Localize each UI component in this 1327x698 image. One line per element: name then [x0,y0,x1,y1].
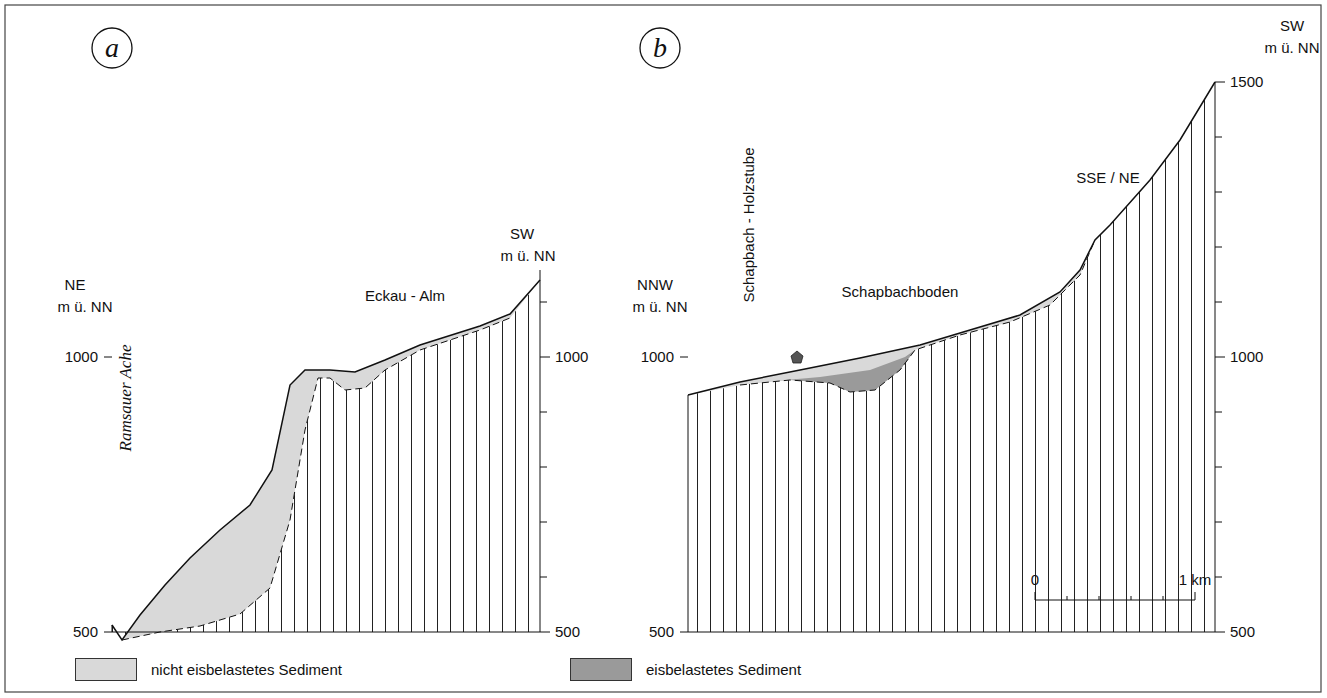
profile-label: SW [1280,18,1304,35]
axis-value: 1000 [1230,349,1263,366]
panel-letter: b [653,34,667,62]
legend-swatch [75,658,137,681]
axis-value: 500 [649,624,674,641]
axis-value: 1000 [641,349,674,366]
place-label: Ramsauer Ache [117,345,136,452]
profile-label: m ü. NN [500,248,555,265]
axis-value: 0 [1031,572,1039,589]
ground-surface [688,82,1215,395]
axis-value: 500 [1230,624,1255,641]
axis-value: 1000 [65,349,98,366]
scale-bar [1035,592,1195,600]
profile-label: m ü. NN [632,299,687,316]
axis-value: 500 [73,624,98,641]
panel-letter: a [105,34,119,62]
sediment-light [112,280,540,640]
base-line [112,632,540,633]
profile-label: m ü. NN [57,299,112,316]
legend-text: nicht eisbelastetes Sediment [151,661,342,678]
axis-value: 1500 [1230,74,1263,91]
axis-value: 1 km [1179,572,1212,589]
site-symbol [791,351,803,363]
axis-ticks [104,270,550,632]
bedrock [688,82,1215,632]
axis-value: 500 [555,624,580,641]
place-label: Schapbach - Holzstube [741,147,758,302]
panel-letter-circle: b [639,27,681,69]
axis-value: 1000 [555,349,588,366]
legend-text: eisbelastetes Sediment [646,661,801,678]
bedrock-boundary [122,318,510,640]
profile-label: Schapbachboden [842,284,959,301]
profile-label: Eckau - Alm [365,288,445,305]
bedrock-boundary [740,240,1095,392]
profile-label: SSE / NE [1076,170,1139,187]
panel-letter-circle: a [91,27,133,69]
frame [5,5,1321,692]
legend-swatch [570,658,632,681]
profile-label: SW [510,226,534,243]
profile-label: NE [65,277,86,294]
profile-label: NNW [637,277,673,294]
base-line [688,632,1215,633]
axis-ticks [680,82,1225,632]
ground-surface [112,280,540,640]
profile-label: m ü. NN [1264,40,1319,57]
bedrock [112,280,540,640]
